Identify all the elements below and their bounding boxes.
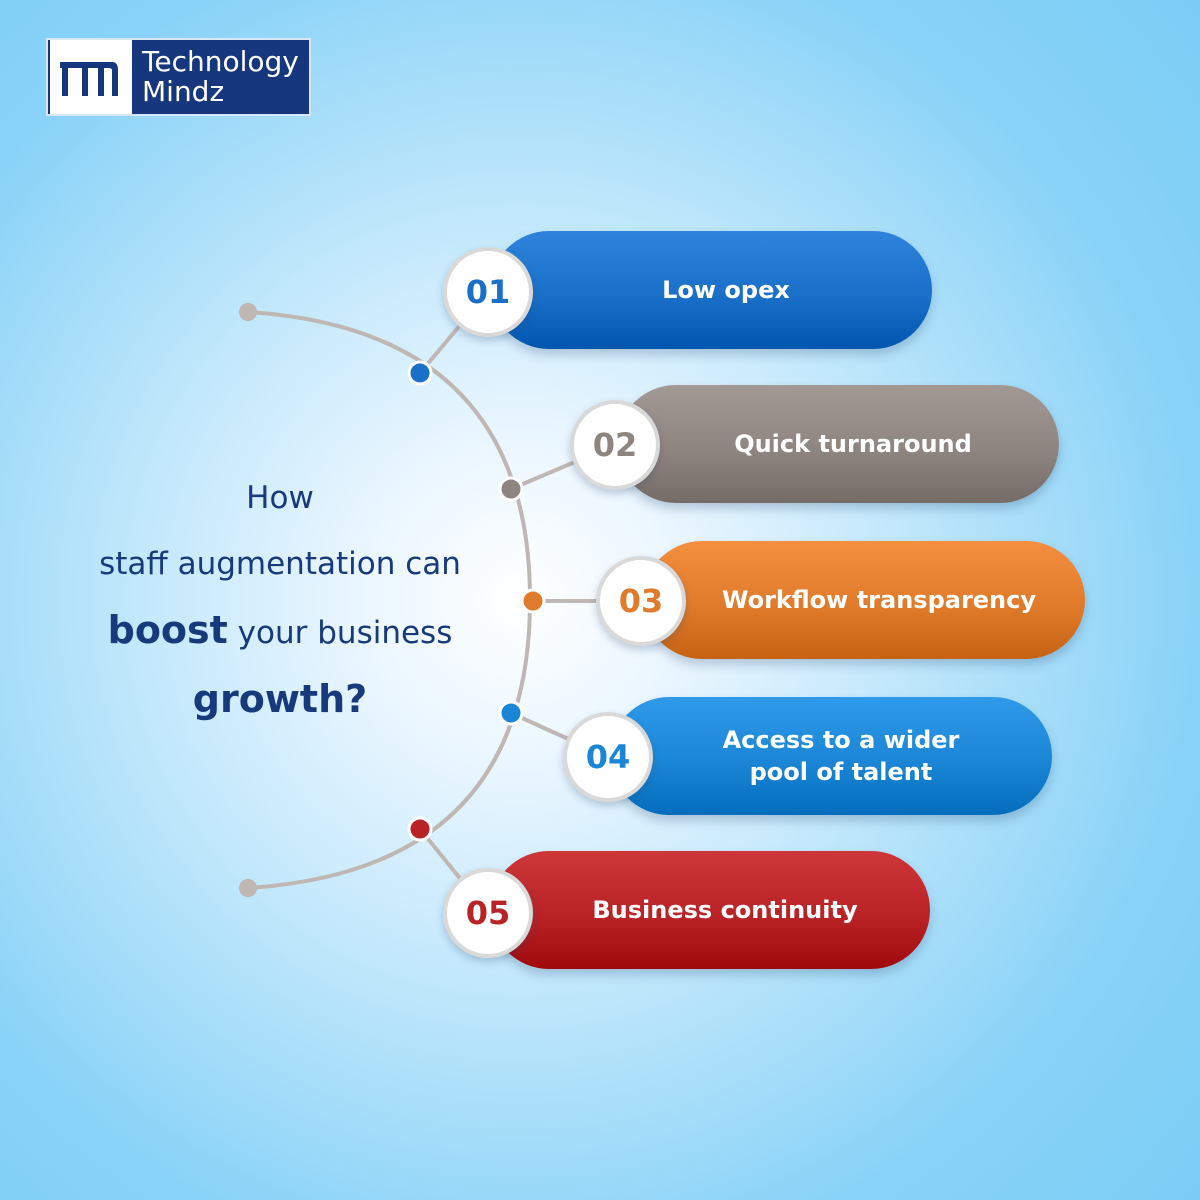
benefit-pill-5: Business continuity <box>490 851 930 969</box>
question-line3: boost your business <box>70 597 490 666</box>
benefit-number-3: 03 <box>596 556 686 646</box>
question-line1: How <box>246 480 314 516</box>
timeline-dot-icon-4 <box>498 700 524 726</box>
timeline-dot-icon-1 <box>407 360 433 386</box>
benefit-pill-1: Low opex <box>490 231 932 349</box>
timeline-dot-icon-3 <box>520 588 546 614</box>
arc-end-top <box>239 303 257 321</box>
benefit-number-2: 02 <box>570 400 660 490</box>
arc-end-bottom <box>239 879 257 897</box>
benefit-pill-2: Quick turnaround <box>617 385 1059 503</box>
benefit-number-4: 04 <box>563 712 653 802</box>
question-growth: growth? <box>192 677 368 721</box>
question-line3-rest: your business <box>227 615 453 651</box>
question-line4: growth? <box>70 666 490 735</box>
question-line2: staff augmentation can <box>99 546 461 582</box>
brand-logo: Technology Mindz <box>46 38 311 116</box>
brand-name-line1: Technology <box>142 45 299 78</box>
benefit-number-1: 01 <box>443 247 533 337</box>
benefit-pill-4: Access to a wider pool of talent <box>610 697 1052 815</box>
brand-name-line2: Mindz <box>142 75 225 108</box>
benefit-number-5: 05 <box>443 868 533 958</box>
timeline-dot-icon-5 <box>407 816 433 842</box>
logo-mark-icon <box>50 40 132 114</box>
timeline-dot-icon-2 <box>498 476 524 502</box>
brand-name: Technology Mindz <box>142 47 299 107</box>
benefit-pill-3: Workflow transparency <box>643 541 1085 659</box>
headline-question: How staff augmentation can boost your bu… <box>70 465 490 735</box>
question-boost: boost <box>107 608 228 652</box>
